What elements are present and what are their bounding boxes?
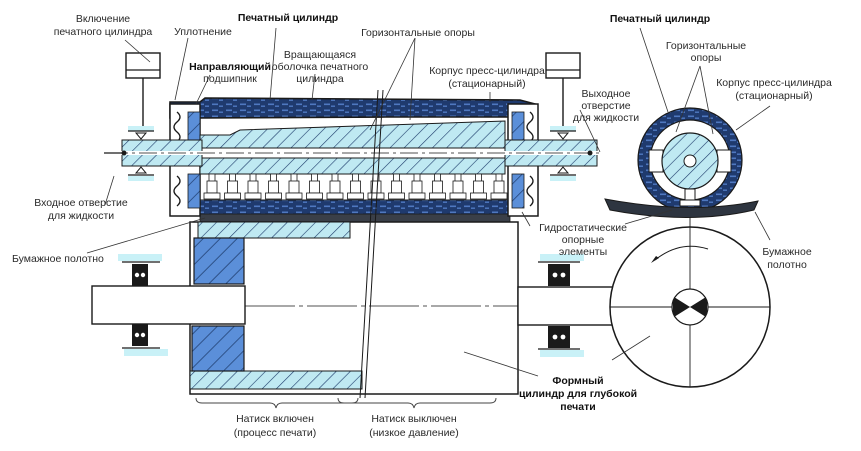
hydrostatic-piston	[449, 173, 467, 200]
hydrostatic-piston	[265, 173, 282, 200]
label-side-paper-line2: полотно	[767, 259, 807, 271]
side-paper-web	[604, 198, 759, 218]
hydrostatic-piston	[408, 173, 426, 200]
rotation-arrow-icon	[654, 245, 709, 261]
right-seal-wave-upper	[526, 111, 534, 143]
left-actuator	[125, 52, 161, 126]
label-impression-off-line2: (низкое давление)	[369, 427, 459, 439]
hydrostatic-piston	[347, 173, 364, 200]
label-rotating-shell-line3: цилиндра	[296, 73, 344, 85]
break-line-2	[364, 89, 384, 399]
labels: Включение печатного цилиндра Уплотнение …	[12, 12, 832, 439]
fluid-outlet-dot	[587, 150, 593, 156]
label-press-body-line2: (стационарный)	[448, 78, 525, 90]
hydrostatic-piston	[326, 173, 344, 200]
label-horizontal-supports: Горизонтальные опоры	[361, 27, 475, 39]
label-side-body-line2: (стационарный)	[735, 90, 812, 102]
shell-contact-band	[199, 213, 511, 223]
right-bearing-mounts	[550, 126, 576, 181]
label-paper-web: Бумажное полотно	[12, 253, 104, 265]
label-press-body-line1: Корпус пресс-цилиндра	[429, 65, 545, 77]
label-side-printing-cylinder: Печатный цилиндр	[610, 13, 710, 25]
label-fluid-outlet-line2: отверстие	[581, 100, 630, 112]
label-side-supports-line1: Горизонтальные	[666, 40, 746, 52]
label-rotating-shell-line1: Вращающаяся	[284, 49, 356, 61]
label-hydrostatic-line1: Гидростатические	[539, 222, 627, 234]
cross-section-view	[604, 107, 771, 388]
right-seal-lower	[511, 173, 525, 209]
gravure-right-shaft	[517, 286, 619, 326]
side-horizontal-support-right	[716, 149, 732, 173]
left-seal-wave-lower	[173, 175, 181, 207]
stationary-press-body-lower	[199, 157, 506, 175]
label-side-body-line1: Корпус пресс-цилиндра	[716, 77, 832, 89]
gravure-sleeve-top	[197, 221, 351, 239]
label-side-paper-line1: Бумажное	[762, 246, 812, 258]
label-seal: Уплотнение	[174, 26, 232, 38]
gravure-left-shaft	[91, 285, 246, 325]
label-hydrostatic-line3: элементы	[559, 246, 607, 258]
label-hydrostatic-line2: опорные	[562, 234, 605, 246]
side-hydrostatic-element	[684, 188, 696, 202]
label-switch-line2: печатного цилиндра	[54, 26, 153, 38]
label-gravure-line2: цилиндр для глубокой	[519, 388, 637, 400]
right-actuator	[545, 52, 581, 126]
gravure-end-plate-upper	[193, 237, 245, 285]
brace-impression-off	[337, 397, 497, 409]
leader-lines	[86, 27, 771, 377]
label-impression-on-line1: Натиск включен	[236, 413, 314, 425]
brace-impression-on	[195, 397, 359, 409]
label-gravure-line3: печати	[560, 401, 595, 413]
stationary-press-body-upper	[199, 120, 506, 149]
gravure-right-bearings	[538, 254, 584, 357]
hydrostatic-piston	[429, 173, 446, 200]
hydrostatic-support-elements	[203, 173, 508, 200]
label-printing-cylinder: Печатный цилиндр	[238, 12, 338, 24]
hydrostatic-piston	[224, 173, 241, 200]
gravure-left-bearings	[118, 254, 168, 356]
hydrostatic-piston	[367, 173, 385, 200]
label-fluid-outlet-line1: Выходное	[582, 88, 631, 100]
left-bearing-mounts	[128, 126, 154, 181]
label-fluid-inlet-line2: для жидкости	[48, 210, 114, 222]
label-impression-off-line1: Натиск выключен	[371, 413, 457, 425]
gravure-end-plate-lower	[191, 325, 245, 372]
label-fluid-outlet-line3: для жидкости	[573, 112, 639, 124]
break-line-1	[359, 89, 379, 399]
hydrostatic-piston	[388, 173, 405, 200]
label-gravure-line1: Формный	[552, 375, 603, 387]
hydrostatic-piston	[203, 173, 221, 200]
label-switch-line1: Включение	[76, 13, 130, 25]
label-fluid-inlet-line1: Входное отверстие	[34, 197, 128, 209]
side-horizontal-support-left	[648, 149, 664, 173]
label-guide-bearing-line1: Направляющий	[189, 61, 271, 73]
right-seal-wave-lower	[526, 175, 534, 207]
label-impression-on-line2: (процесс печати)	[234, 427, 316, 439]
label-side-supports-line2: опоры	[691, 52, 722, 64]
label-rotating-shell-line2: оболочка печатного	[272, 61, 369, 73]
hydrostatic-piston	[244, 173, 262, 200]
fluid-inlet-dot	[121, 150, 127, 156]
press-cylinder-longitudinal-section	[104, 52, 600, 223]
left-seal-lower	[187, 173, 201, 209]
gravure-sleeve-bottom	[189, 370, 363, 390]
hydrostatic-piston	[490, 173, 508, 200]
hydrostatic-piston	[285, 173, 303, 200]
hydrostatic-piston	[306, 173, 323, 200]
gravure-cylinder-longitudinal	[91, 89, 620, 409]
left-seal-wave-upper	[173, 111, 181, 143]
rotating-shell-top	[169, 97, 536, 119]
label-guide-bearing-line2: подшипник	[203, 73, 257, 85]
hydrostatic-piston	[470, 173, 487, 200]
